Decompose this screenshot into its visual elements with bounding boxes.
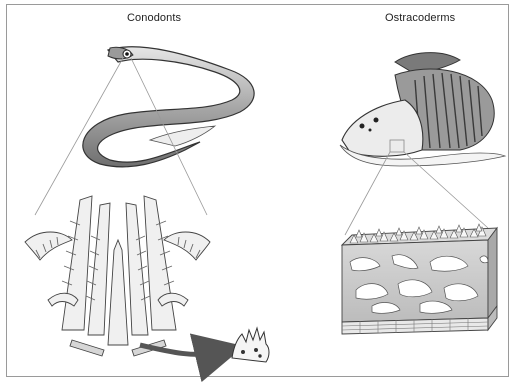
ostracoderm-fish <box>340 53 505 166</box>
isolated-conodont-element <box>232 328 269 362</box>
conodont-animal <box>83 47 254 167</box>
dermal-bone-block <box>342 224 497 334</box>
conodont-apparatus <box>25 196 210 356</box>
curved-arrow <box>140 345 220 354</box>
